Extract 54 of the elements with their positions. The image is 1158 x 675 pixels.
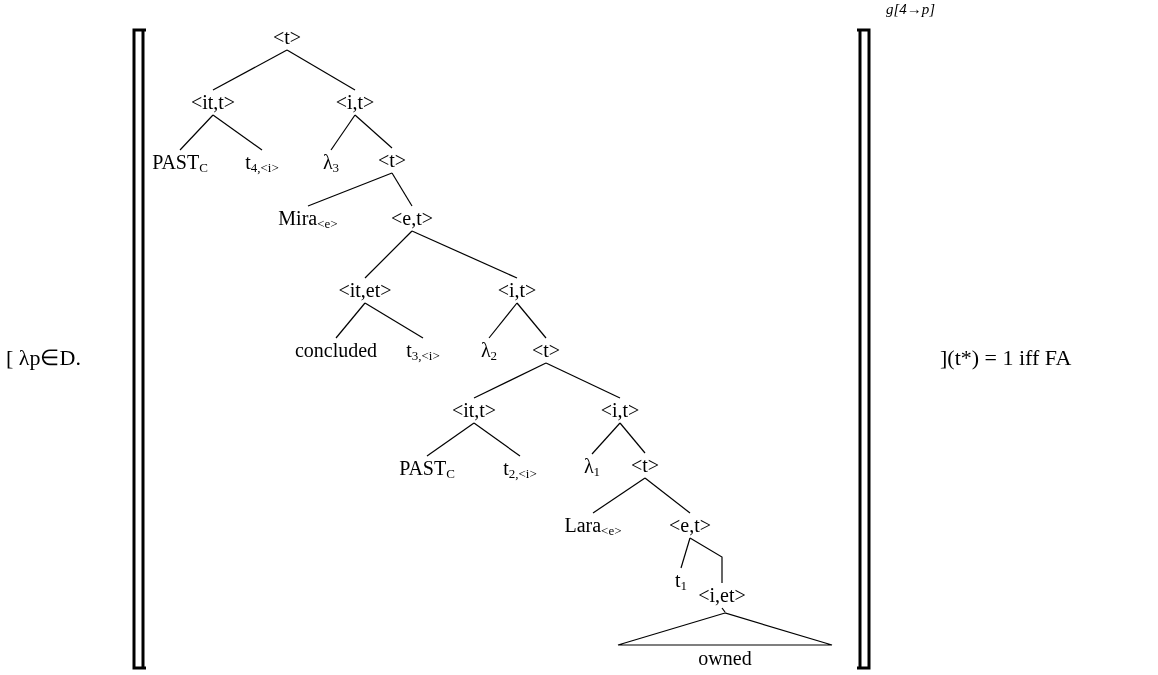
tree-branch [286, 49, 356, 91]
tree-branch [411, 230, 518, 279]
tree-node-label: Mira$_{<e>}$ [278, 208, 338, 228]
tree-node-label: PAST$_{C}$ [399, 458, 455, 478]
superscript-text: g[4→p] [886, 2, 936, 17]
tree-node-label: t$_{3,<i>}$ [406, 340, 440, 360]
tree-node-label: t$_{4,<i>}$ [245, 152, 279, 172]
tree-node-label: λ$_{3}$ [322, 152, 340, 172]
formula-text: ](t*) = 1 iff FA [940, 347, 1072, 369]
tree-node-label: PAST$_{C}$ [152, 152, 208, 172]
tree-branch [473, 422, 521, 457]
tree-branch [179, 114, 214, 151]
tree-node-label: <i,et> [698, 585, 746, 605]
tree-node-label: <e,t> [669, 515, 711, 535]
tree-branch [212, 114, 263, 151]
tree-branch [680, 537, 691, 569]
tree-branch [488, 302, 518, 339]
tree-node-label: <t> [272, 27, 302, 47]
tree-branch [644, 477, 691, 514]
tree-branch [619, 422, 646, 454]
tree-branch [330, 114, 356, 151]
tree-branch [364, 230, 413, 279]
tree-node-label: λ$_{1}$ [583, 456, 601, 476]
tree-node-label: concluded [294, 340, 378, 360]
tree-branch [721, 607, 726, 613]
tree-node-label: t$_{1}$ [674, 570, 688, 590]
tree-node-label: t$_{2,<i>}$ [503, 458, 537, 478]
tree-branch [591, 422, 621, 455]
tree-branch [212, 49, 288, 91]
leaf-label: owned [697, 648, 753, 668]
tree-node-label: λ$_{2}$ [480, 340, 498, 360]
tree-branch [426, 422, 475, 457]
tree-branch [473, 362, 547, 399]
tree-node-label: <it,t> [451, 400, 497, 420]
tree-branch [689, 537, 723, 584]
tree-branch [391, 172, 413, 207]
tree-node-label: <it,et> [338, 280, 392, 300]
tree-branch [307, 172, 393, 207]
tree-branch [364, 302, 424, 339]
tree-node-label: <t> [630, 455, 660, 475]
tree-node-label: <t> [531, 340, 561, 360]
tree-node-label: <e,t> [391, 208, 433, 228]
tree-node-label: <it,t> [190, 92, 236, 112]
tree-branch [545, 362, 621, 399]
tree-node-label: Lara$_{<e>}$ [564, 515, 622, 535]
tree-node-label: <i,t> [497, 280, 537, 300]
tree-branch [592, 477, 646, 514]
tree-node-label: <t> [377, 150, 407, 170]
tree-branch [516, 302, 547, 339]
tree-node-label: <i,t> [335, 92, 375, 112]
tree-node-label: <i,t> [600, 400, 640, 420]
tree-branch [335, 302, 366, 339]
formula-text: [ λp∈D. [6, 347, 81, 369]
tree-branch [354, 114, 393, 149]
